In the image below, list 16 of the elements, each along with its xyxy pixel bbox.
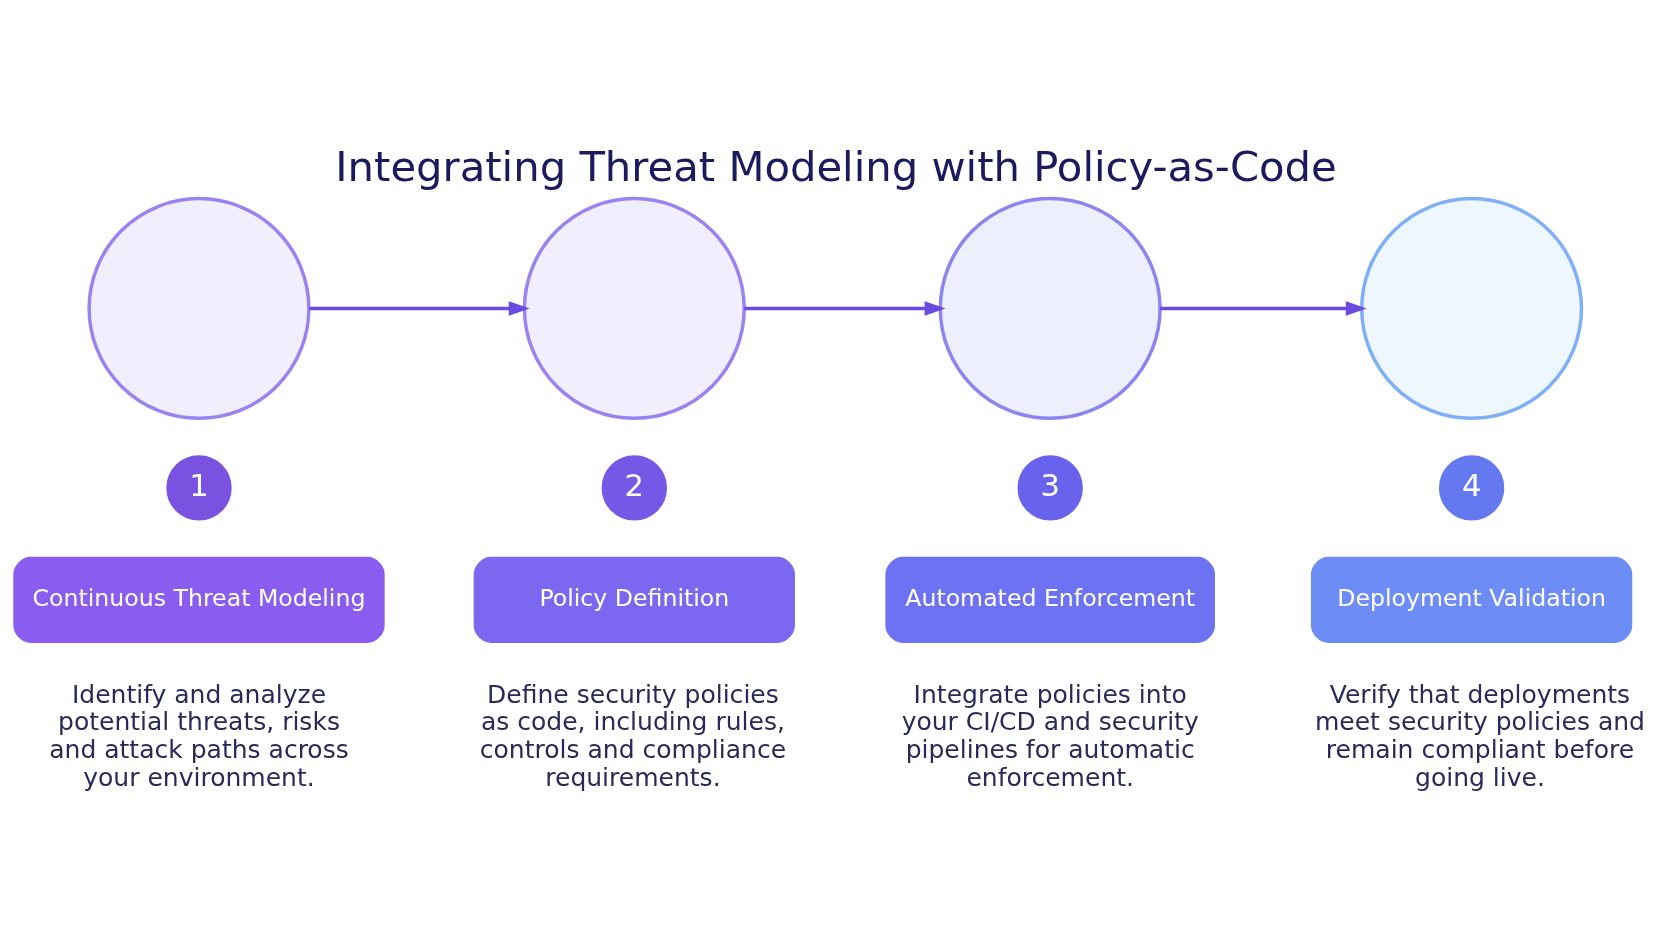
node-label: Define security policies as code, including rules, controls and compliance requirements.: [479, 679, 787, 793]
node-box: Automated Enforcement: [885, 556, 1215, 643]
node-circle: [522, 196, 746, 421]
node-label: Verify that deployments meet security policies and remain compliant before going live.: [1314, 679, 1645, 793]
node-box: Continuous Threat Modeling: [13, 556, 385, 643]
arrow: [744, 301, 946, 316]
arrow: [1160, 301, 1367, 316]
node-circle: [1360, 196, 1584, 421]
arrow: [309, 301, 530, 316]
node-circle: [938, 196, 1162, 421]
node-label: Integrate policies into your CI/CD and security pipelines for automatic enforcement.: [901, 679, 1199, 793]
node-label: Identify and analyze potential threats, risks and attack paths across your environment.: [49, 679, 349, 793]
diagram-title: Integrating Threat Modeling with Policy-as-Code: [335, 141, 1337, 191]
node-circle: [87, 196, 311, 421]
node-box: Policy Definition: [473, 556, 795, 643]
node-box: Deployment Validation: [1310, 556, 1633, 643]
